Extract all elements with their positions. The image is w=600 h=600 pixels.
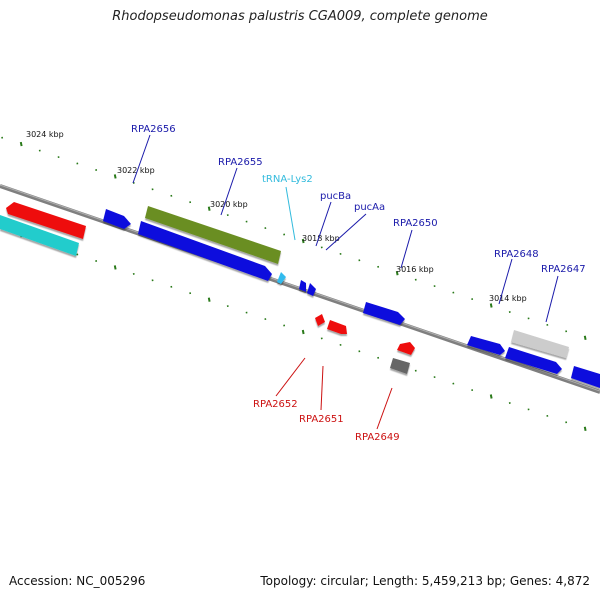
feature-rpa2651[interactable] <box>327 320 347 334</box>
label-trna[interactable]: tRNA-Lys2 <box>262 174 313 185</box>
feature-rpa2656[interactable] <box>103 209 131 229</box>
tick-mark <box>301 329 305 335</box>
feature-rpa2652[interactable] <box>315 314 325 326</box>
tick-mark <box>207 297 211 302</box>
scale-label-3024: 3024 kbp <box>26 130 64 139</box>
label-rpa2649[interactable]: RPA2649 <box>355 432 400 443</box>
label-rpa2647[interactable]: RPA2647 <box>541 264 586 275</box>
feature-rpa2648[interactable] <box>467 336 505 355</box>
feature-red-small[interactable] <box>397 342 415 355</box>
feature-blue-right1[interactable] <box>505 347 562 374</box>
scale-label-3016: 3016 kbp <box>396 265 434 274</box>
tick-mark <box>583 335 587 340</box>
feature-pucaa[interactable] <box>307 283 316 296</box>
genome-summary-text: Topology: circular; Length: 5,459,213 bp… <box>260 574 590 588</box>
label-rpa2651[interactable]: RPA2651 <box>299 414 344 425</box>
tick-mark <box>489 394 493 399</box>
feature-cyan-left[interactable] <box>0 215 79 256</box>
scale-label-3018: 3018 kbp <box>302 234 340 243</box>
label-rpa2648[interactable]: RPA2648 <box>494 249 539 260</box>
tick-mark <box>395 271 399 276</box>
tick-dots <box>1 136 587 431</box>
scale-label-3022: 3022 kbp <box>117 166 155 175</box>
feature-pucba[interactable] <box>299 280 306 292</box>
label-rpa2655[interactable]: RPA2655 <box>218 157 263 168</box>
feature-rpa2655[interactable] <box>145 206 281 264</box>
label-pucba[interactable]: pucBa <box>320 191 351 202</box>
feature-blue-long[interactable] <box>138 221 272 281</box>
tick-mark <box>583 426 587 431</box>
tick-mark <box>489 303 493 308</box>
tick-mark <box>19 141 23 147</box>
scale-label-3020: 3020 kbp <box>210 200 248 209</box>
feature-blue-right2[interactable] <box>571 366 600 388</box>
gene-features <box>0 202 600 388</box>
tick-mark <box>301 238 305 244</box>
tick-mark <box>113 174 117 179</box>
feature-rpa2647[interactable] <box>511 330 569 358</box>
map-title: Rhodopseudomonas palustris CGA009, compl… <box>112 9 488 24</box>
leader-lines <box>132 134 559 430</box>
accession-text: Accession: NC_005296 <box>9 574 146 588</box>
label-pucaa[interactable]: pucAa <box>354 202 385 213</box>
label-rpa2650[interactable]: RPA2650 <box>393 218 438 229</box>
feature-trna[interactable] <box>277 272 286 284</box>
feature-rpa2649[interactable] <box>390 358 410 374</box>
tick-mark <box>113 265 117 270</box>
scale-label-3014: 3014 kbp <box>489 294 527 303</box>
feature-red-left[interactable] <box>6 202 86 239</box>
label-rpa2652[interactable]: RPA2652 <box>253 399 298 410</box>
tick-mark <box>207 206 211 211</box>
feature-rpa2650[interactable] <box>363 302 405 325</box>
label-rpa2656[interactable]: RPA2656 <box>131 124 176 135</box>
